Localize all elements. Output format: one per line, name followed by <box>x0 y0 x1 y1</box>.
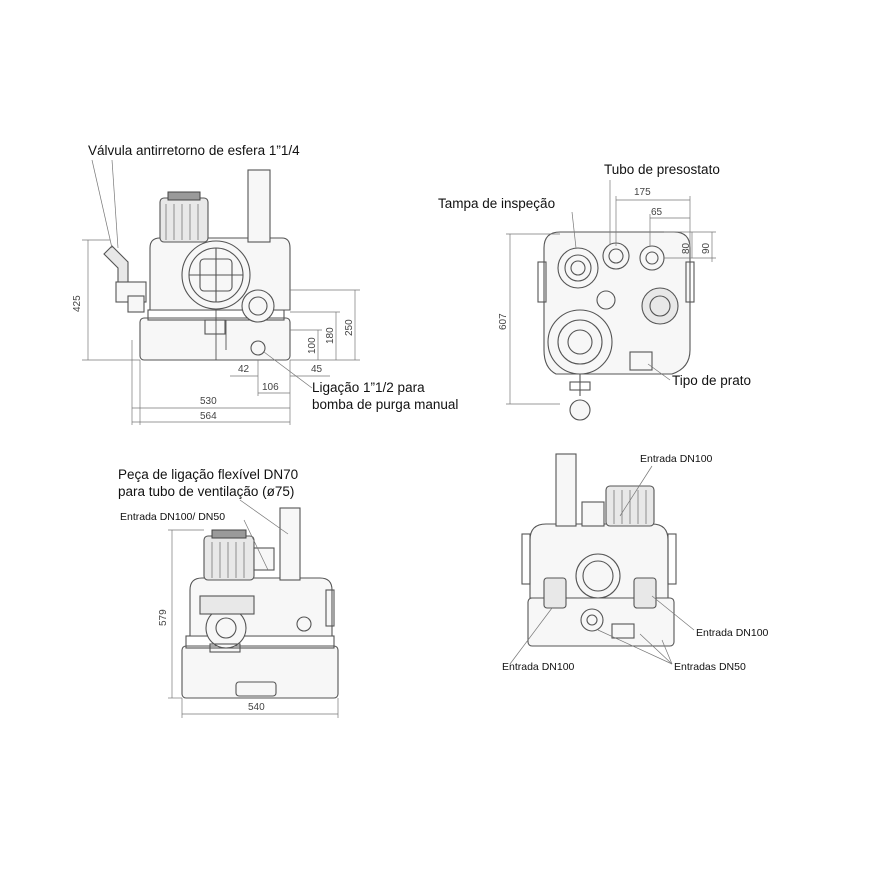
dim-425: 425 <box>72 295 83 312</box>
label-entrada-dn100-right: Entrada DN100 <box>696 627 769 639</box>
label-ligacao-2: bomba de purga manual <box>312 397 458 412</box>
dim-45: 45 <box>311 364 323 375</box>
dim-607: 607 <box>498 313 509 330</box>
dim-579: 579 <box>158 609 169 626</box>
view-top-right: 607 175 65 80 90 Tubo de presostato Tamp… <box>438 162 751 421</box>
dim-250: 250 <box>344 319 355 336</box>
dim-175: 175 <box>634 187 651 198</box>
dim-90: 90 <box>701 242 712 254</box>
view-side-top-left: 425 250 180 100 45 42 106 530 564 Válvul… <box>72 143 458 425</box>
dim-42: 42 <box>238 364 250 375</box>
label-ligacao-1: Ligação 1”1/2 para <box>312 380 425 395</box>
label-peca-2: para tubo de ventilação (ø75) <box>118 484 294 499</box>
dim-180: 180 <box>325 327 336 344</box>
label-prato: Tipo de prato <box>672 373 751 388</box>
label-valve: Válvula antirretorno de esfera 1”1/4 <box>88 143 300 158</box>
dim-540: 540 <box>248 702 265 713</box>
label-inspecao: Tampa de inspeção <box>438 196 555 211</box>
dim-100: 100 <box>307 337 318 354</box>
view-front-bottom-right: Entrada DN100 Entrada DN100 Entrada DN10… <box>502 453 769 673</box>
dim-65: 65 <box>651 207 663 218</box>
label-entradas-dn50: Entradas DN50 <box>674 661 746 673</box>
dim-106: 106 <box>262 382 279 393</box>
dim-530: 530 <box>200 396 217 407</box>
label-peca-1: Peça de ligação flexível DN70 <box>118 467 298 482</box>
label-entrada-dn100-top: Entrada DN100 <box>640 453 713 465</box>
dim-80: 80 <box>681 242 692 254</box>
view-side-bottom-left: 579 540 Peça de ligação flexível DN70 pa… <box>118 467 339 718</box>
label-pressostato: Tubo de presostato <box>604 162 720 177</box>
label-entrada-dn100-left: Entrada DN100 <box>502 661 575 673</box>
label-entrada-dn100-dn50: Entrada DN100/ DN50 <box>120 511 225 523</box>
dim-564: 564 <box>200 411 217 422</box>
